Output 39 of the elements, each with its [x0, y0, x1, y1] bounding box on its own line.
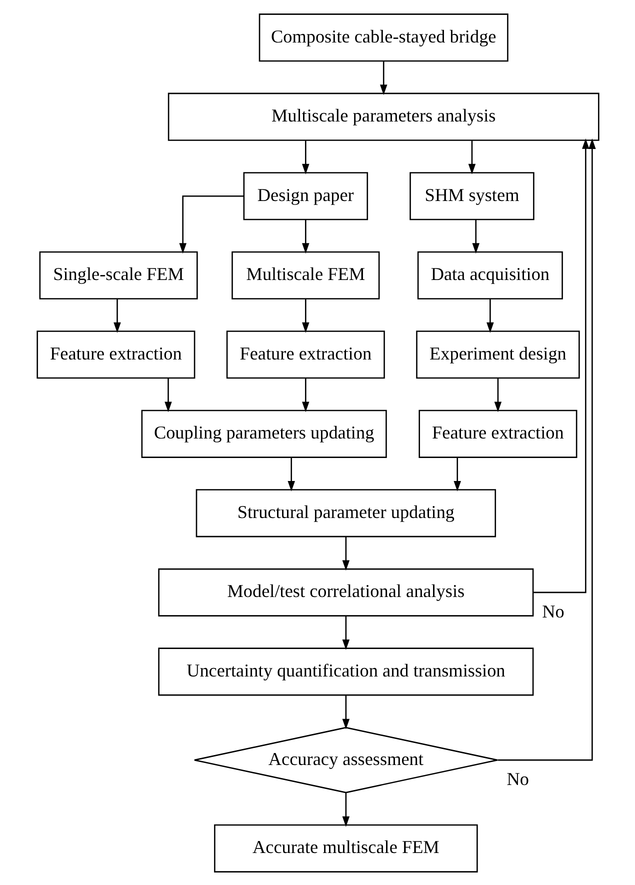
node-box: Feature extraction	[36, 330, 195, 378]
node-box: Model/test correlational analysis	[158, 568, 534, 616]
node-box: Structural parameter updating	[195, 488, 496, 537]
arrow	[113, 298, 120, 332]
arrow	[302, 298, 309, 332]
node-box: Design paper	[242, 172, 368, 220]
arrow	[342, 616, 350, 650]
arrow	[302, 378, 309, 412]
edge-label: No	[506, 768, 529, 789]
node-box: Coupling parameters updating	[140, 409, 386, 458]
node-box: Composite cable-stayed bridge	[258, 13, 508, 62]
arrow	[178, 194, 244, 254]
arrow	[472, 219, 480, 254]
node-diamond: Accuracy assessment	[193, 726, 498, 793]
arrow	[302, 219, 309, 254]
node-box: SHM system	[409, 172, 534, 220]
node-box: Data acquisition	[416, 250, 562, 299]
edge-label: No	[542, 600, 564, 621]
node-box: Single-scale FEM	[38, 250, 198, 299]
arrow	[494, 378, 502, 412]
arrow	[497, 138, 596, 760]
node-box: Accurate multiscale FEM	[214, 824, 478, 872]
arrow	[287, 457, 294, 491]
arrow	[379, 60, 387, 95]
node-box: Multiscale parameters analysis	[167, 92, 599, 140]
arrow	[164, 378, 172, 412]
arrow	[342, 536, 350, 570]
arrow	[468, 140, 476, 174]
arrow	[342, 792, 350, 826]
node-box: Feature extraction	[418, 409, 577, 458]
node-box: Uncertainty quantification and transmission	[158, 647, 534, 696]
node-box: Feature extraction	[226, 330, 384, 378]
arrow	[486, 298, 494, 332]
node-box: Multiscale FEM	[231, 250, 380, 299]
arrow	[532, 138, 589, 593]
arrow	[453, 457, 460, 491]
arrow	[302, 140, 309, 174]
node-box: Experiment design	[416, 330, 580, 378]
arrow	[342, 694, 350, 729]
